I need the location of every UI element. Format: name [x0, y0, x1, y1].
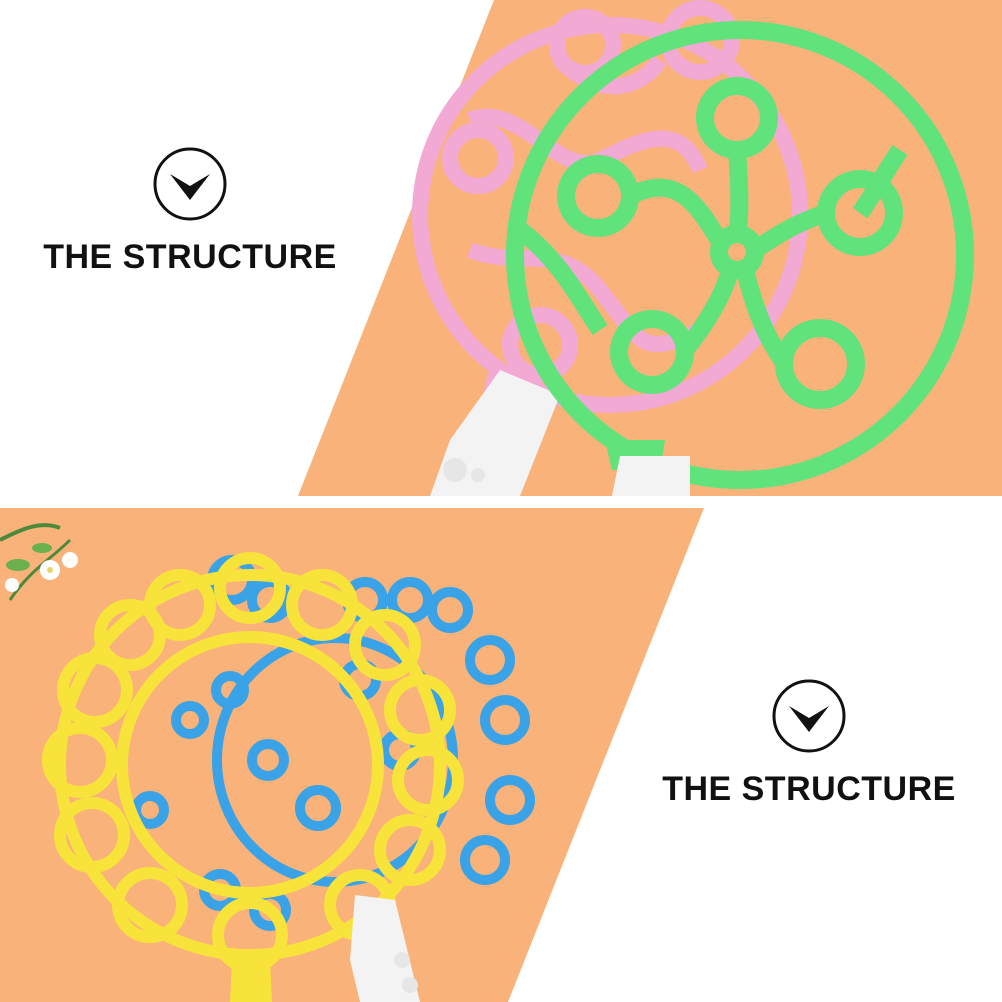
top-structure-caption: THE STRUCTURE: [30, 146, 350, 277]
green-bubble-wand: [506, 21, 974, 489]
top-product-photo: [298, 0, 1002, 496]
chevron-down-circle-icon: [153, 147, 227, 221]
pink-wand-handle: [430, 370, 560, 496]
bottom-product-photo: [0, 508, 704, 1002]
structure-label: THE STRUCTURE: [662, 770, 956, 808]
bottom-structure-caption: THE STRUCTURE: [646, 678, 972, 809]
chevron-down-circle-icon: [772, 679, 846, 753]
yellow-bubble-wand: [42, 552, 464, 973]
wand-handles: [230, 895, 420, 1002]
green-wand-handle: [605, 440, 690, 496]
structure-label: THE STRUCTURE: [43, 238, 337, 276]
flower-decoration: [0, 523, 78, 601]
